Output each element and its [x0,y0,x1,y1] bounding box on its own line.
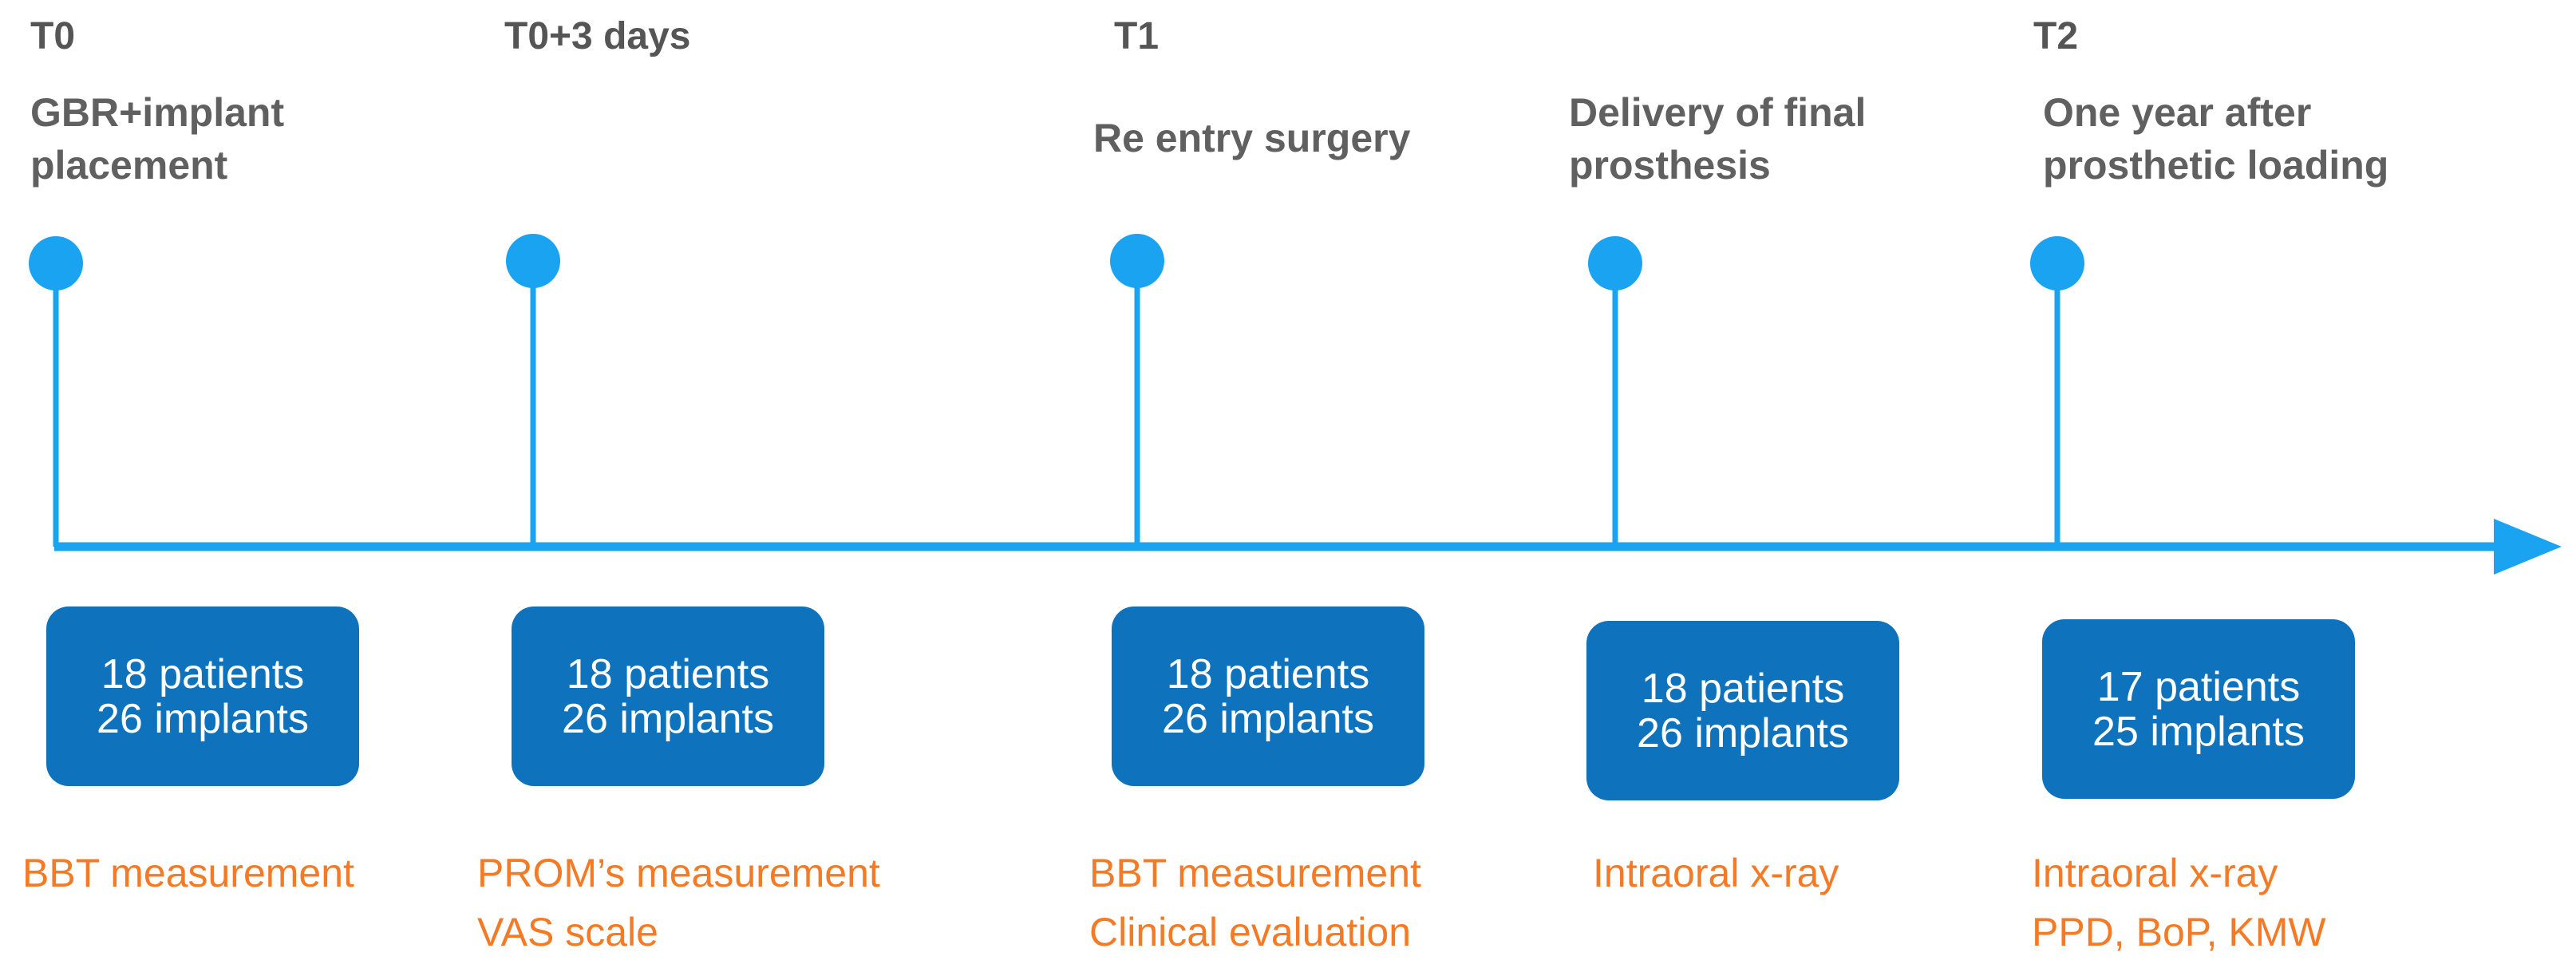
implant-count: 26 implants [562,695,774,742]
assessment-item: VAS scale [477,910,658,954]
milestone-time-label: T2 [2033,15,2079,57]
assessment-list: BBT measurement [22,844,354,903]
milestone-time-label: T0 [30,15,76,57]
assessment-list: Intraoral x-ray [1593,844,1839,903]
milestone-event-label: Re entry surgery [1093,112,1410,164]
milestone-marker-t1 [1110,234,1164,288]
assessment-list: PROM’s measurement VAS scale [477,844,880,962]
assessment-list: BBT measurement Clinical evaluation [1089,844,1421,962]
assessment-item: Clinical evaluation [1089,910,1412,954]
milestone-marker-t2 [2030,236,2084,290]
patient-count: 18 patients [101,650,305,697]
count-box: 17 patients 25 implants [2042,619,2355,799]
assessment-item: PROM’s measurement [477,851,880,895]
milestone-event-label: GBR+implant placement [30,86,284,192]
event-line: One year after [2043,90,2312,135]
milestone-marker-delivery [1588,236,1642,290]
event-line: Re entry surgery [1093,116,1411,160]
event-line: placement [30,143,228,188]
milestone-time-label: T0+3 days [504,15,691,57]
event-line: prosthesis [1569,143,1771,188]
implant-count: 26 implants [1162,695,1374,742]
milestone-marker-t0 [29,236,83,290]
event-line: prosthetic loading [2043,143,2389,188]
assessment-item: PPD, BoP, KMW [2032,910,2326,954]
event-line: GBR+implant [30,90,285,135]
assessment-item: Intraoral x-ray [1593,851,1839,895]
assessment-item: BBT measurement [1089,851,1421,895]
assessment-item: Intraoral x-ray [2032,851,2278,895]
assessment-item: BBT measurement [22,851,354,895]
count-box: 18 patients 26 implants [512,607,824,786]
patient-count: 17 patients [2096,663,2301,710]
timeline-arrowhead [2494,519,2562,575]
event-line: Delivery of final [1569,90,1867,135]
count-box: 18 patients 26 implants [46,607,359,786]
milestone-marker-t0-3days [506,234,560,288]
milestone-event-label: One year after prosthetic loading [2043,86,2388,192]
milestone-time-label: T1 [1114,15,1160,57]
patient-count: 18 patients [1641,665,1845,712]
implant-count: 25 implants [2092,708,2305,755]
implant-count: 26 implants [1637,709,1849,757]
patient-count: 18 patients [566,650,770,697]
count-box: 18 patients 26 implants [1112,607,1424,786]
implant-count: 26 implants [97,695,309,742]
count-box: 18 patients 26 implants [1586,621,1899,800]
milestone-event-label: Delivery of final prosthesis [1569,86,1866,192]
assessment-list: Intraoral x-ray PPD, BoP, KMW [2032,844,2326,962]
patient-count: 18 patients [1166,650,1370,697]
